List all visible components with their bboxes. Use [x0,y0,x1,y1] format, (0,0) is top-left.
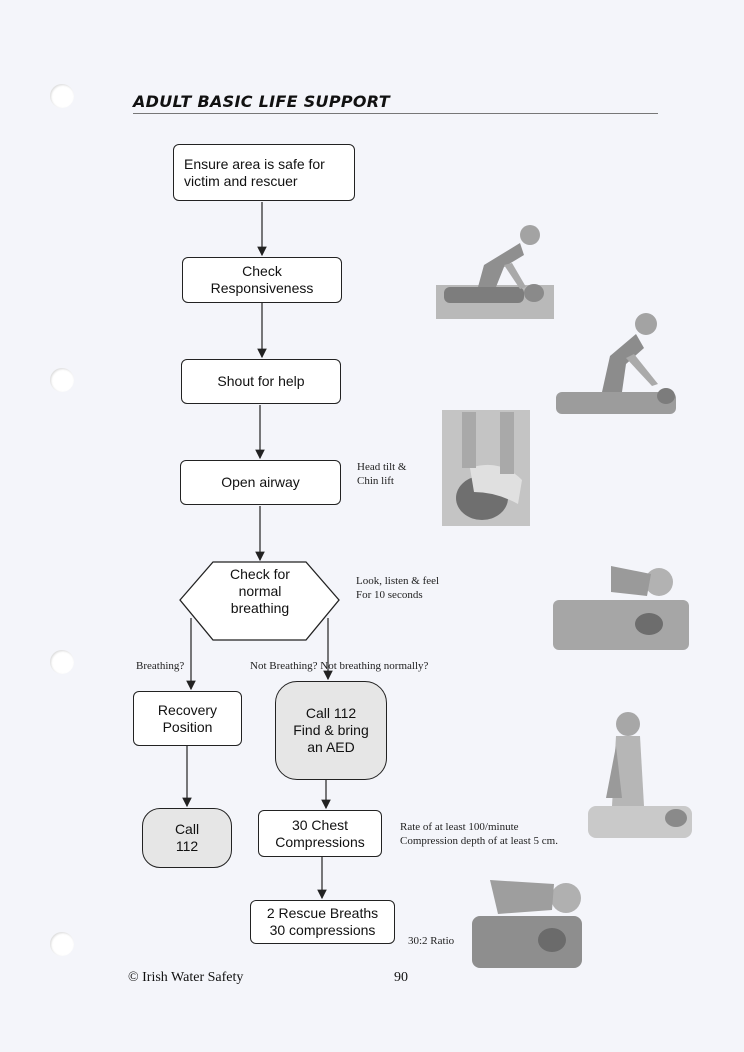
note-head-tilt: Head tilt & Chin lift [357,461,407,487]
binder-hole [50,84,74,108]
branch-label-not-breathing: Not Breathing? Not breathing normally? [250,660,429,672]
binder-hole [50,932,74,956]
decision-check-breathing-label: Check for normal breathing [230,566,290,616]
binder-hole [50,650,74,674]
footer-page-number: 90 [394,970,408,985]
step-chest-compressions: 30 Chest Compressions [258,810,382,857]
step-chest-compressions-label: 30 Chest Compressions [275,816,365,850]
branch-label-breathing: Breathing? [136,660,185,672]
title-underline [133,113,658,114]
step-open-airway-label: Open airway [221,474,300,490]
step-shout-for-help: Shout for help [181,359,341,404]
step-call-112: Call 112 [142,808,232,868]
note-ratio: 30:2 Ratio [408,935,455,947]
rescuer-checking-responsiveness-illustration [436,225,554,319]
binder-hole [50,368,74,392]
step-rescue-breaths: 2 Rescue Breaths 30 compressions [250,900,395,944]
footer-copyright: © Irish Water Safety [128,970,244,985]
step-shout-for-help-label: Shout for help [217,373,305,389]
step-call-112-label: Call 112 [174,821,200,854]
rescue-breaths-illustration [472,880,582,968]
note-compression-rate: Rate of at least 100/minute Compression … [400,821,558,847]
step-recovery-position: Recovery Position [133,691,242,746]
step-call-112-find-aed-label: Call 112 Find & bring an AED [293,705,369,755]
step-open-airway: Open airway [180,460,341,505]
head-tilt-chin-lift-illustration [442,410,530,526]
step-check-responsiveness: Check Responsiveness [182,257,342,303]
step-recovery-position-label: Recovery Position [157,701,218,735]
page-title: ADULT BASIC LIFE SUPPORT [133,92,390,111]
note-look-listen-feel: Look, listen & feel For 10 seconds [356,575,440,601]
look-listen-feel-illustration [553,566,689,650]
step-rescue-breaths-label: 2 Rescue Breaths 30 compressions [266,905,379,938]
rescuer-shouting-for-help-illustration [556,313,676,414]
step-ensure-area-safe: Ensure area is safe for victim and rescu… [173,144,355,201]
step-call-112-find-aed: Call 112 Find & bring an AED [275,681,387,780]
step-ensure-area-safe-label: Ensure area is safe for victim and rescu… [184,155,325,189]
step-check-responsiveness-label: Check Responsiveness [210,263,314,296]
decision-diamond [179,561,340,641]
chest-compressions-illustration [588,712,692,838]
